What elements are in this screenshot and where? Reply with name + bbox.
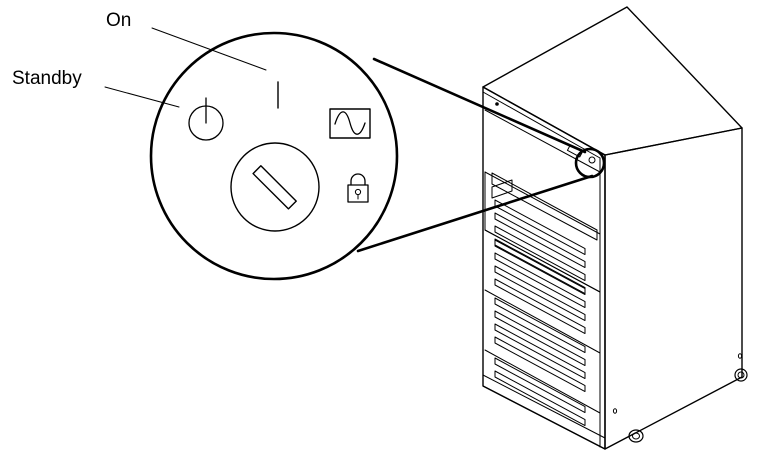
vent-slot <box>494 199 586 256</box>
indicator-led <box>495 102 499 106</box>
tower-side <box>604 127 743 450</box>
ac-power-icon <box>329 108 371 139</box>
vent-slot <box>494 310 586 367</box>
tower-base <box>482 374 606 450</box>
vent-slot <box>494 225 586 282</box>
key-slot-icon <box>230 142 320 232</box>
caster-back <box>734 368 748 382</box>
vent-slot <box>494 239 586 296</box>
zoom-callout <box>149 31 606 281</box>
leader-standby <box>104 86 180 108</box>
vent-slot <box>494 336 586 393</box>
zoom-line-top <box>372 57 587 154</box>
label-on: On <box>106 10 132 31</box>
vent-slot <box>494 357 586 414</box>
zoom-line-bottom <box>356 174 594 253</box>
vent-slot <box>494 370 586 427</box>
keyswitch-detail <box>188 81 371 232</box>
vent-slot <box>494 278 586 335</box>
vent-slot <box>494 265 586 322</box>
vent-slot <box>494 323 586 380</box>
side-screw-2 <box>612 408 618 414</box>
drive-bays <box>484 171 601 414</box>
lock-icon <box>347 173 369 203</box>
vent-slot <box>494 297 586 354</box>
zoom-source-circle <box>574 147 606 179</box>
label-standby: Standby <box>12 68 82 89</box>
caster-front <box>628 429 644 443</box>
power-standby-icon <box>188 97 224 141</box>
vent-slot <box>494 212 586 269</box>
magnified-circle <box>149 31 399 281</box>
keyswitch-small <box>588 156 596 164</box>
control-panel <box>484 102 601 173</box>
vent-slots <box>494 199 586 427</box>
leader-on <box>151 27 267 71</box>
vent-slot <box>494 252 586 309</box>
tower-top <box>482 6 743 156</box>
server-tower <box>482 6 748 450</box>
side-screw-1 <box>737 353 743 359</box>
